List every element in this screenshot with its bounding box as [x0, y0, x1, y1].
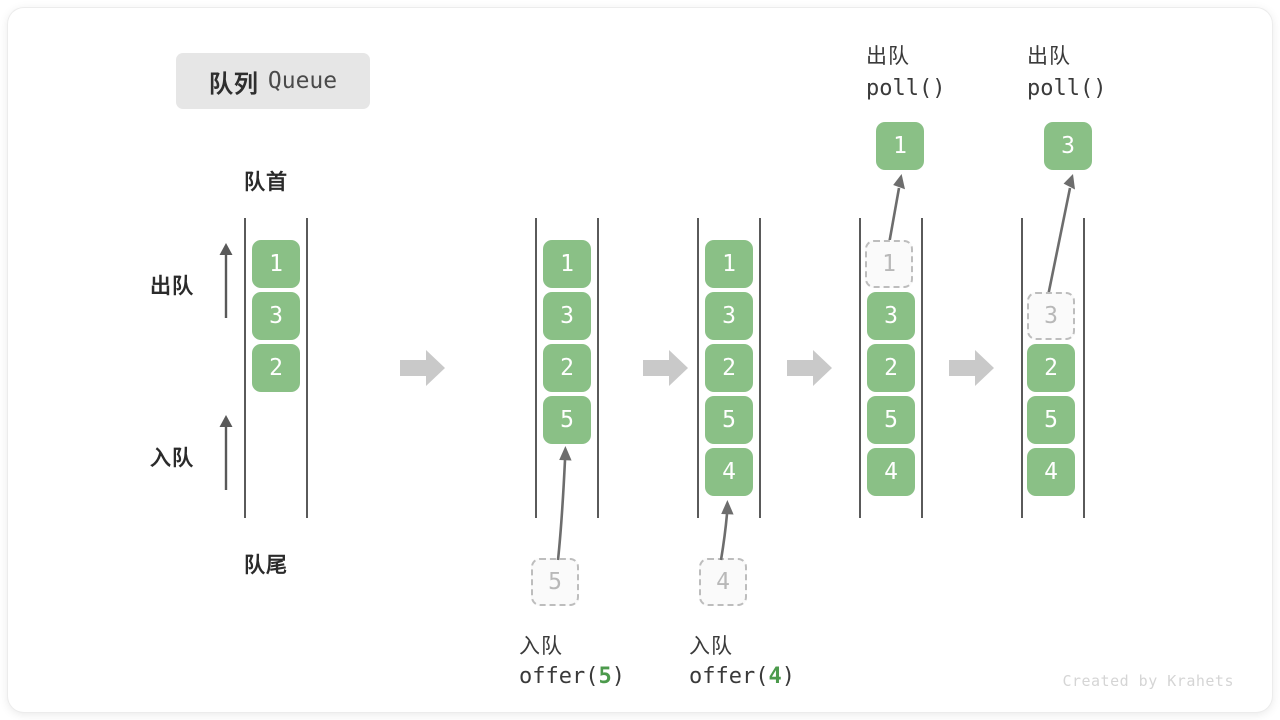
queue-rail-right — [597, 218, 599, 518]
stage-transition-arrow-icon — [787, 350, 832, 386]
enqueue-op-cn-label: 入队 — [689, 635, 733, 658]
queue-rail-right — [1083, 218, 1085, 518]
diagram-card: 队列 Queue 队首 队尾 出队 入队 1 3 2 — [8, 8, 1272, 712]
dequeue-op-code-label: poll() — [1027, 76, 1107, 101]
queue-cell: 3 — [543, 292, 591, 340]
queue-rail-right — [759, 218, 761, 518]
queue-rail-right — [306, 218, 308, 518]
title-cn: 队列 — [208, 70, 259, 98]
op-code-arg: 4 — [768, 664, 782, 689]
queue-cell: 2 — [1027, 344, 1075, 392]
enqueue-direction-label: 入队 — [150, 447, 194, 470]
queue-rail-right — [921, 218, 923, 518]
op-code-suffix: ) — [781, 664, 795, 689]
queue-cell: 2 — [705, 344, 753, 392]
dequeue-op-code-label: poll() — [866, 76, 946, 101]
op-code-prefix: offer( — [519, 664, 599, 689]
queue-cell: 5 — [1027, 396, 1075, 444]
enqueue-arrow-icon — [219, 415, 233, 490]
dequeue-motion-arrow-icon — [1046, 174, 1075, 297]
dequeue-motion-arrow-icon — [887, 174, 905, 245]
queue-cell: 1 — [252, 240, 300, 288]
queue-tail-label: 队尾 — [244, 554, 288, 577]
stage-transition-arrow-icon — [643, 350, 688, 386]
enqueue-op-cn-label: 入队 — [519, 635, 563, 658]
queue-rail-left — [859, 218, 861, 518]
queue-head-label: 队首 — [244, 171, 288, 194]
queue-cell: 3 — [705, 292, 753, 340]
queue-rail-left — [1021, 218, 1023, 518]
queue-rail-left — [244, 218, 246, 518]
title-en: Queue — [267, 68, 338, 94]
dequeued-value-cell: 1 — [876, 122, 924, 170]
queue-cell: 2 — [543, 344, 591, 392]
queue-cell: 1 — [543, 240, 591, 288]
queue-cell: 2 — [867, 344, 915, 392]
dequeued-value-cell: 3 — [1044, 122, 1092, 170]
queue-cell: 4 — [705, 448, 753, 496]
queue-cell: 4 — [867, 448, 915, 496]
op-code-arg: 5 — [598, 664, 612, 689]
queue-cell: 4 — [1027, 448, 1075, 496]
enqueue-op-code-label: offer(4) — [689, 664, 795, 689]
title-badge: 队列 Queue — [176, 53, 370, 109]
footer-credit: Created by Krahets — [1062, 672, 1234, 690]
queue-cell: 5 — [867, 396, 915, 444]
queue-ghost-cell: 3 — [1027, 292, 1075, 340]
queue-ghost-cell: 1 — [865, 240, 913, 288]
queue-cell: 1 — [705, 240, 753, 288]
op-code-suffix: ) — [611, 664, 625, 689]
dequeue-arrow-icon — [219, 243, 233, 318]
queue-ghost-cell: 5 — [531, 558, 579, 606]
enqueue-op-code-label: offer(5) — [519, 664, 625, 689]
dequeue-direction-label: 出队 — [150, 275, 194, 298]
op-code-prefix: offer( — [689, 664, 769, 689]
dequeue-op-cn-label: 出队 — [1027, 45, 1071, 68]
queue-rail-left — [535, 218, 537, 518]
stage-transition-arrow-icon — [949, 350, 994, 386]
queue-ghost-cell: 4 — [699, 558, 747, 606]
enqueue-motion-arrow-icon — [556, 446, 572, 561]
queue-cell: 2 — [252, 344, 300, 392]
dequeue-op-cn-label: 出队 — [866, 45, 910, 68]
enqueue-motion-arrow-icon — [719, 500, 734, 561]
queue-cell: 3 — [867, 292, 915, 340]
queue-rail-left — [697, 218, 699, 518]
queue-cell: 5 — [543, 396, 591, 444]
queue-cell: 3 — [252, 292, 300, 340]
stage-transition-arrow-icon — [400, 350, 445, 386]
queue-cell: 5 — [705, 396, 753, 444]
